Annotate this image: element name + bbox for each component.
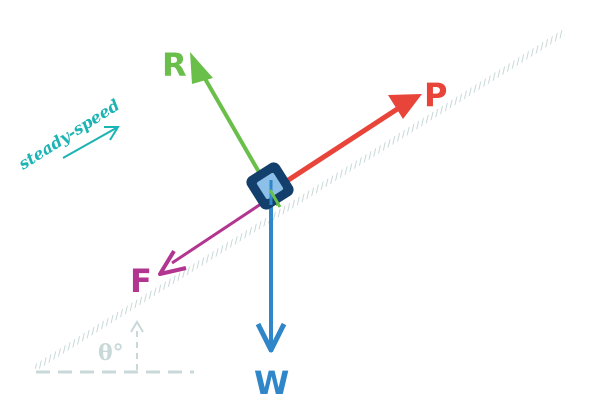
force-f-label: F bbox=[130, 262, 152, 300]
force-p-label: P bbox=[424, 76, 447, 114]
force-r-origin bbox=[268, 189, 282, 208]
incline-plane bbox=[33, 30, 566, 371]
steady-speed-label: steady-speed bbox=[14, 95, 123, 174]
force-w-arrowhead bbox=[255, 322, 287, 353]
force-p-arrowhead bbox=[388, 94, 422, 119]
angle-label: θ° bbox=[98, 340, 124, 366]
arrow-icon bbox=[62, 126, 120, 159]
force-r-label: R bbox=[162, 46, 187, 84]
angle-guide-arrowhead bbox=[130, 320, 144, 333]
force-r-arrowhead bbox=[190, 52, 213, 84]
force-f-line bbox=[171, 196, 271, 265]
force-f-arrowhead bbox=[158, 249, 187, 276]
force-p-line bbox=[268, 101, 407, 195]
force-w-label: W bbox=[254, 364, 289, 400]
